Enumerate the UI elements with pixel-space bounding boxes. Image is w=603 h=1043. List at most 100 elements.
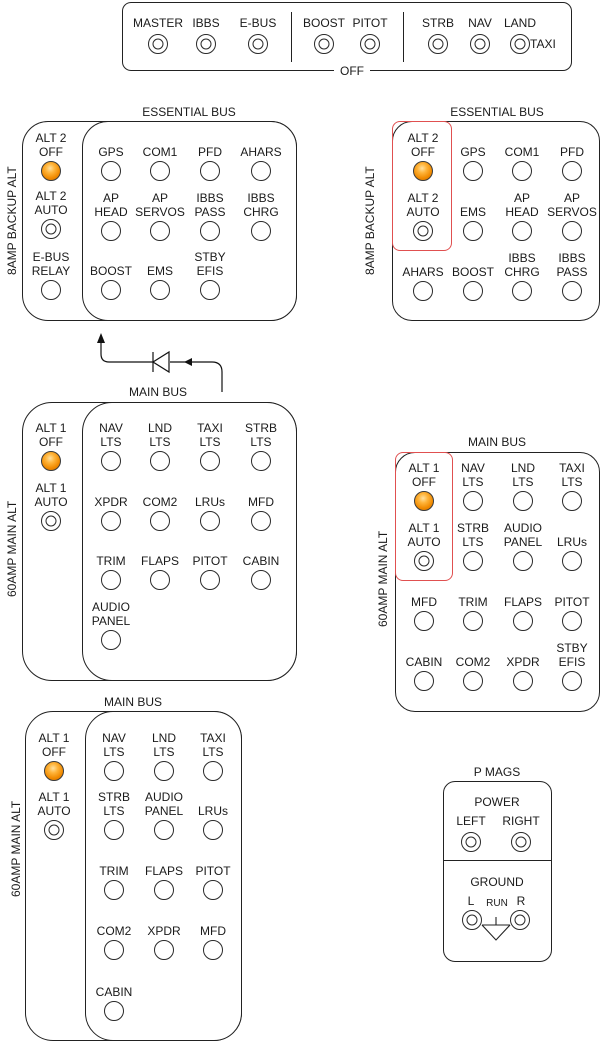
panel-e-trim-label: TRIM (99, 864, 129, 878)
panel-b-ap-head-indicator (512, 221, 532, 241)
panel-d-stby-efis-label: STBY EFIS (556, 641, 588, 669)
off-label: OFF (334, 64, 370, 78)
panel-e-alt-1-off-indicator-lit (44, 761, 64, 781)
panel-a-pfd-indicator (200, 161, 220, 181)
pmags-left-label: LEFT (456, 814, 486, 828)
panel-d-side-label: 60AMP MAIN ALT (376, 530, 390, 627)
panel-e-cabin-label: CABIN (95, 985, 133, 999)
panel-d-xpdr-label: XPDR (506, 655, 540, 669)
panel-b-ibbs-chrg-indicator (512, 281, 532, 301)
panel-a-boost-label: BOOST (89, 264, 133, 278)
panel-b-pfd-indicator (562, 161, 582, 181)
panel-e-pitot-indicator (203, 880, 223, 900)
panel-a-ems-label: EMS (146, 264, 174, 278)
panel-c-lnd-lts-label: LND LTS (147, 421, 173, 449)
panel-d-trim-indicator (463, 611, 483, 631)
panel-d-com2-label: COM2 (455, 655, 491, 669)
pmags-right-label: RIGHT (502, 814, 540, 828)
panel-c-title: MAIN BUS (128, 385, 188, 399)
panel-c-pitot-label: PITOT (192, 554, 228, 568)
top-master-label: MASTER (132, 16, 184, 30)
top-panel-divider (291, 12, 292, 62)
panel-c-lnd-lts-indicator (150, 451, 170, 471)
panel-c-nav-lts-label: NAV LTS (99, 421, 123, 449)
panel-b-alt-2-off-indicator-lit (413, 161, 433, 181)
top-panel-divider (403, 12, 404, 62)
panel-c-flaps-label: FLAPS (140, 554, 180, 568)
panel-d-alt-highlight (395, 452, 453, 581)
top-strb-switch[interactable] (428, 34, 448, 54)
pmags-left-ground-switch[interactable] (462, 910, 482, 930)
panel-b-ibbs-pass-label: IBBS PASS (556, 251, 588, 279)
panel-a-ibbs-pass-label: IBBS PASS (194, 191, 226, 219)
panel-b-pfd-label: PFD (560, 145, 584, 159)
top-master-switch[interactable] (148, 34, 168, 54)
panel-b-alt-2-auto-switch[interactable] (413, 221, 433, 241)
panel-a-e-bus-relay-indicator (41, 280, 61, 300)
panel-a-alt-2-auto-switch[interactable] (41, 219, 61, 239)
panel-d-title: MAIN BUS (467, 435, 527, 449)
pmags-run-label: RUN (486, 898, 508, 909)
panel-c-mfd-label: MFD (248, 495, 274, 509)
panel-e-xpdr-label: XPDR (147, 924, 181, 938)
panel-d-trim-label: TRIM (458, 595, 488, 609)
panel-d-strb-lts-indicator (463, 551, 483, 571)
panel-e-alt-1-auto-switch[interactable] (44, 820, 64, 840)
panel-d-taxi-lts-indicator (562, 491, 582, 511)
top-boost-label: BOOST (302, 16, 346, 30)
pmags-power-label: POWER (474, 795, 520, 809)
panel-d-lnd-lts-label: LND LTS (510, 461, 536, 489)
panel-e-audio-panel-label: AUDIO PANEL (144, 790, 184, 818)
panel-e-alt-1-auto-label: ALT 1 AUTO (37, 790, 71, 818)
panel-d-alt-1-off-indicator-lit (414, 491, 434, 511)
pmags-right-ground-switch[interactable] (510, 910, 530, 930)
top-nav-switch[interactable] (470, 34, 490, 54)
top-nav-label: NAV (468, 16, 492, 30)
panel-b-ap-head-label: AP HEAD (505, 191, 539, 219)
top-ibbs-switch[interactable] (196, 34, 216, 54)
panel-c-mfd-indicator (251, 511, 271, 531)
panel-c-trim-indicator (101, 570, 121, 590)
top-boost-switch[interactable] (314, 34, 334, 54)
panel-c-cabin-label: CABIN (242, 554, 280, 568)
panel-d-mfd-label: MFD (411, 595, 437, 609)
panel-e-taxi-lts-indicator (203, 761, 223, 781)
panel-e-flaps-label: FLAPS (144, 864, 184, 878)
panel-c-xpdr-indicator (101, 511, 121, 531)
panel-e-com2-label: COM2 (96, 924, 132, 938)
panel-c-strb-lts-label: STRB LTS (244, 421, 278, 449)
panel-d-mfd-indicator (414, 611, 434, 631)
panel-a-boost-indicator (101, 280, 121, 300)
panel-c-lrus-label: LRUs (194, 495, 226, 509)
panel-b-ap-servos-label: AP SERVOS (547, 191, 597, 219)
arrow-head-icon (184, 358, 192, 366)
panel-a-ahars-label: AHARS (240, 145, 282, 159)
panel-e-nav-lts-label: NAV LTS (102, 731, 126, 759)
panel-a-stby-efis-indicator (200, 280, 220, 300)
taxi-label: TAXI (530, 37, 556, 51)
panel-c-cabin-indicator (251, 570, 271, 590)
panel-c-alt-1-auto-switch[interactable] (41, 511, 61, 531)
panel-d-alt-1-auto-switch[interactable] (414, 551, 434, 571)
panel-b-ems-label: EMS (459, 205, 487, 219)
panel-e-alt-1-off-label: ALT 1 OFF (38, 731, 70, 759)
panel-d-nav-lts-label: NAV LTS (461, 461, 485, 489)
panel-d-taxi-lts-label: TAXI LTS (559, 461, 585, 489)
panel-b-alt-2-auto-label: ALT 2 AUTO (406, 191, 440, 219)
top-e-bus-switch[interactable] (248, 34, 268, 54)
top-pitot-switch[interactable] (360, 34, 380, 54)
panel-e-pitot-label: PITOT (195, 864, 231, 878)
panel-e-taxi-lts-label: TAXI LTS (200, 731, 226, 759)
top-ibbs-label: IBBS (192, 16, 220, 30)
pmags-right-power-switch[interactable] (511, 832, 531, 852)
panel-c-alt-1-off-indicator-lit (41, 451, 61, 471)
panel-e-xpdr-indicator (154, 940, 174, 960)
panel-b-boost-label: BOOST (451, 265, 495, 279)
panel-d-lrus-label: LRUs (556, 535, 588, 549)
panel-a-stby-efis-label: STBY EFIS (194, 250, 226, 278)
pmags-left-power-switch[interactable] (461, 832, 481, 852)
panel-c-xpdr-label: XPDR (94, 495, 128, 509)
top-land-switch[interactable] (510, 34, 530, 54)
panel-a-com1-label: COM1 (142, 145, 178, 159)
panel-c-trim-label: TRIM (96, 554, 126, 568)
